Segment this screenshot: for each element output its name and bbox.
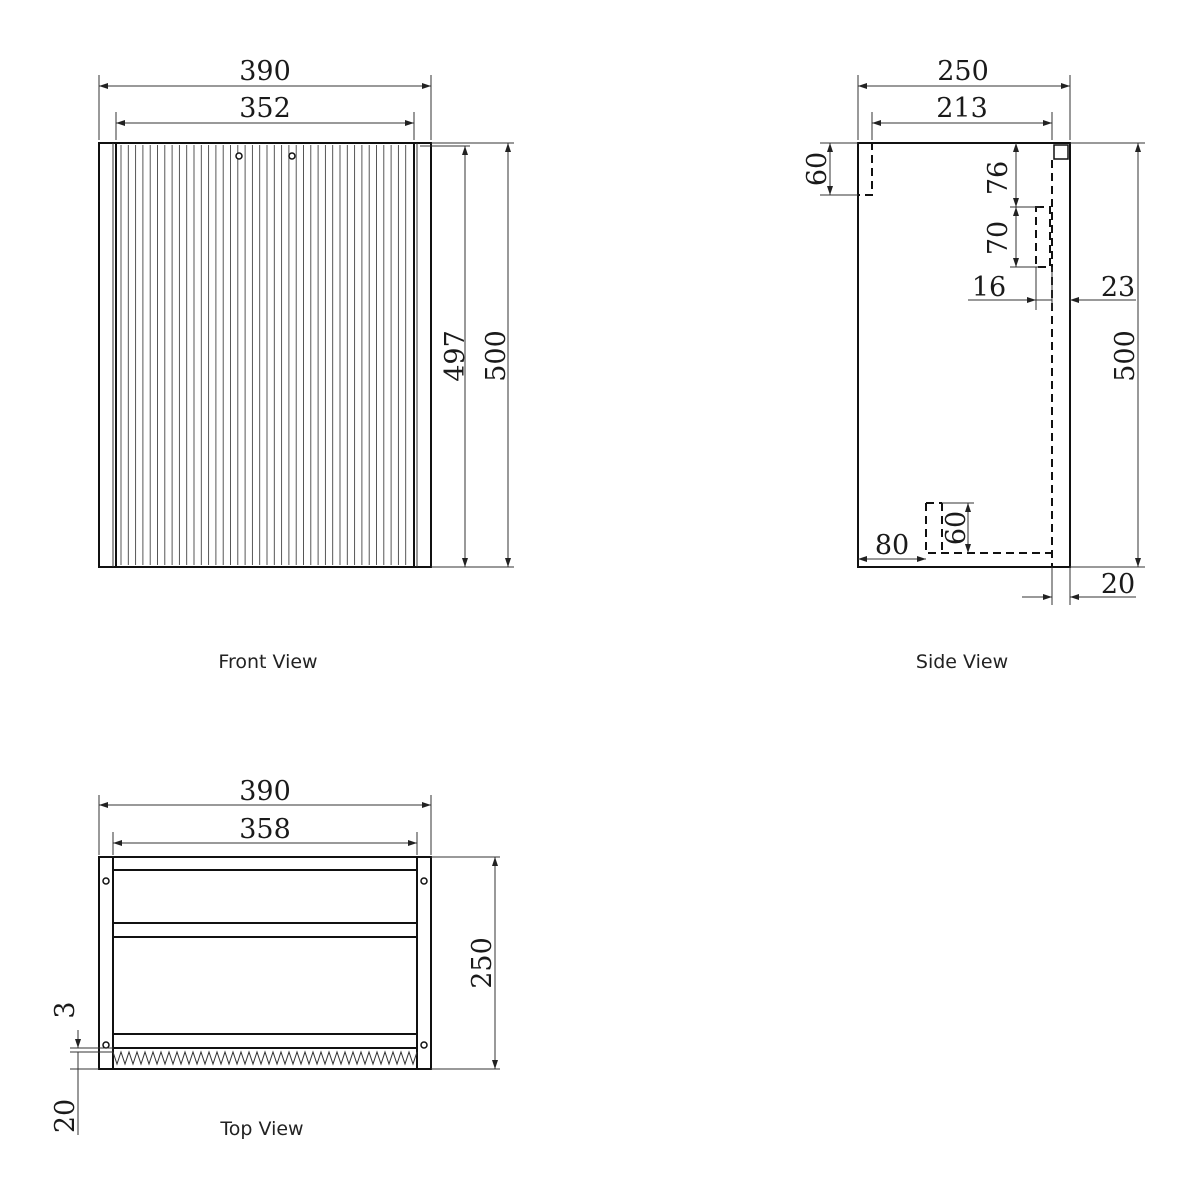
top-door-flutes	[112, 1050, 418, 1066]
top-depth-overall-label: 250	[467, 937, 498, 989]
front-cabinet-outline	[98, 142, 432, 568]
side-bottom-offset-dimension: 80	[858, 530, 926, 562]
top-door-gap-label: 3	[50, 1001, 81, 1018]
side-top-cutout-dimension: 60	[802, 142, 858, 196]
front-width-overall-label: 390	[239, 56, 291, 87]
front-view-caption: Front View	[218, 651, 317, 673]
top-view: 390 358 250 3	[50, 776, 500, 1140]
front-height-door-dimension: 497	[440, 146, 471, 567]
side-bottom-offset-label: 80	[875, 530, 909, 561]
side-bottom-cutout	[925, 503, 1052, 554]
side-bottom-cutout-dimension: 60	[941, 502, 974, 553]
side-back-inset-dimension: 20	[1022, 567, 1136, 605]
screw-icon	[102, 877, 110, 885]
top-door-thickness-dimension: 20	[50, 1052, 81, 1135]
screw-icon	[420, 877, 428, 885]
side-cabinet-outline	[857, 142, 1071, 568]
front-width-door-label: 352	[239, 93, 291, 124]
top-depth-overall-dimension: 250	[467, 857, 498, 1069]
side-bracket-height-label: 70	[983, 221, 1014, 255]
front-height-overall-label: 500	[481, 330, 512, 382]
side-view: 250 213 60 76	[802, 56, 1145, 673]
side-depth-inner-dimension: 213	[872, 93, 1052, 126]
front-width-overall-dimension: 390	[99, 56, 431, 89]
screw-icon	[102, 1041, 110, 1049]
side-depth-overall-label: 250	[937, 56, 989, 87]
top-door-gap-dimension: 3	[50, 1001, 81, 1048]
side-bracket-offset-label: 76	[983, 161, 1014, 195]
top-view-caption: Top View	[219, 1118, 303, 1140]
front-height-door-label: 497	[440, 330, 471, 382]
front-height-overall-dimension: 500	[481, 143, 512, 567]
side-top-cutout-label: 60	[802, 152, 833, 186]
side-back-thickness-label: 23	[1101, 272, 1135, 303]
front-door-flutes	[120, 145, 407, 565]
side-panel-gap-label: 16	[972, 272, 1006, 303]
top-width-inner-label: 358	[239, 814, 291, 845]
door-hinge-icon	[288, 152, 296, 160]
top-width-overall-label: 390	[239, 776, 291, 807]
screw-icon	[420, 1041, 428, 1049]
wall-rail-icon	[1053, 144, 1069, 160]
front-width-door-dimension: 352	[116, 93, 414, 126]
top-width-inner-dimension: 358	[113, 814, 417, 846]
top-door-thickness-label: 20	[50, 1099, 81, 1133]
door-hinge-icon	[235, 152, 243, 160]
front-view: 390 352 497 500 Front View	[98, 56, 514, 673]
side-bracket-cutout	[1035, 206, 1051, 268]
side-panel-gap-dimension: 16	[968, 272, 1036, 303]
side-bracket-offset-dimension: 76	[983, 143, 1040, 208]
top-cabinet-outline	[98, 856, 432, 1070]
top-door-flute-profile	[112, 1050, 418, 1066]
side-bottom-cutout-label: 60	[941, 511, 972, 545]
side-height-overall-dimension: 500	[1110, 143, 1141, 567]
side-height-overall-label: 500	[1110, 330, 1141, 382]
side-depth-overall-dimension: 250	[858, 56, 1070, 89]
side-view-caption: Side View	[916, 651, 1008, 673]
side-bracket-height-dimension: 70	[983, 207, 1040, 268]
side-top-cutout	[857, 142, 873, 196]
side-back-inset-label: 20	[1101, 569, 1135, 600]
side-depth-inner-label: 213	[936, 93, 988, 124]
side-back-thickness-dimension: 23	[1036, 272, 1136, 303]
top-width-overall-dimension: 390	[99, 776, 431, 808]
